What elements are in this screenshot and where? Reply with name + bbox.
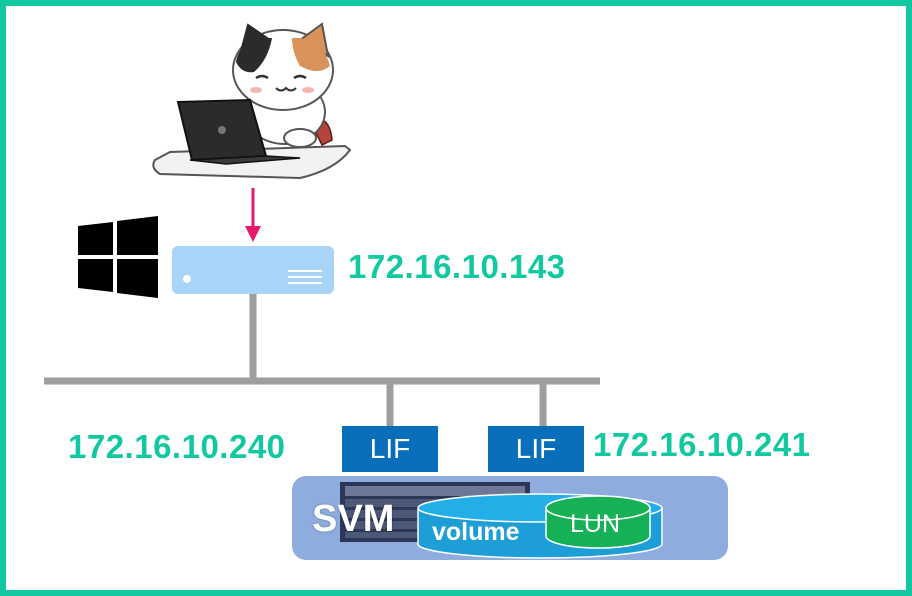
network-lines <box>44 294 600 426</box>
lun-cylinder <box>545 495 651 549</box>
lif-box-2: LIF <box>488 426 584 472</box>
volume-label: volume <box>432 518 520 546</box>
lif-2-ip-label: 172.16.10.241 <box>593 426 811 463</box>
windows-logo-icon <box>78 216 158 298</box>
server-icon <box>172 246 334 294</box>
svm-label: SVM <box>312 498 395 540</box>
request-arrow <box>245 188 261 242</box>
client-ip-label: 172.16.10.143 <box>348 248 566 285</box>
lif-1-ip-label: 172.16.10.240 <box>68 428 286 465</box>
lif-box-1: LIF <box>342 426 438 472</box>
cat-with-laptop-icon <box>152 22 352 180</box>
lun-label: LUN <box>570 510 621 538</box>
